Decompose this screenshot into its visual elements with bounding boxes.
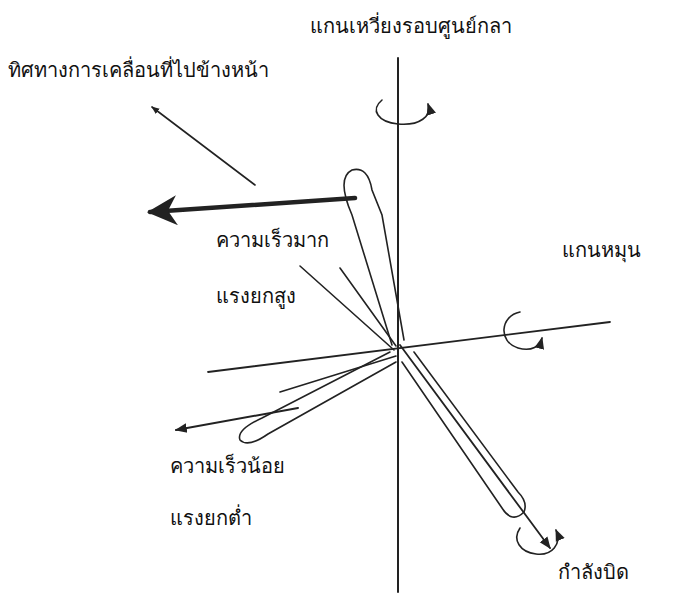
rotation-arrow <box>504 312 542 349</box>
rotation-arrow <box>376 100 428 124</box>
vertical-axis <box>397 58 399 592</box>
lift-label: แรงยกสูง <box>214 284 298 309</box>
blade-edge <box>340 268 396 346</box>
direction-arrow <box>152 107 255 185</box>
low-speed-arrow <box>176 408 298 430</box>
axis-label: แกนหมุน <box>560 238 643 263</box>
rotation-arrow <box>517 528 558 554</box>
high-speed-arrow <box>150 198 355 212</box>
rotor-blade <box>402 352 525 517</box>
axis-label: กำลังบิด <box>556 560 631 585</box>
speed-label: ความเร็วมาก <box>214 228 331 253</box>
blade-edge <box>280 356 396 392</box>
rotation-axis <box>208 322 610 372</box>
rotor-blade <box>344 169 404 345</box>
rotor-blade <box>239 352 396 443</box>
direction-label: ทิศทางการเคลื่อนที่ไปข้างหน้า <box>6 58 271 83</box>
axis-label: แกนเหวี่ยงรอบศูนย์กลา <box>308 14 514 39</box>
speed-label: ความเร็วน้อย <box>168 454 287 479</box>
torque-axis <box>400 345 550 548</box>
lift-label: แรงยกต่ำ <box>168 506 254 531</box>
